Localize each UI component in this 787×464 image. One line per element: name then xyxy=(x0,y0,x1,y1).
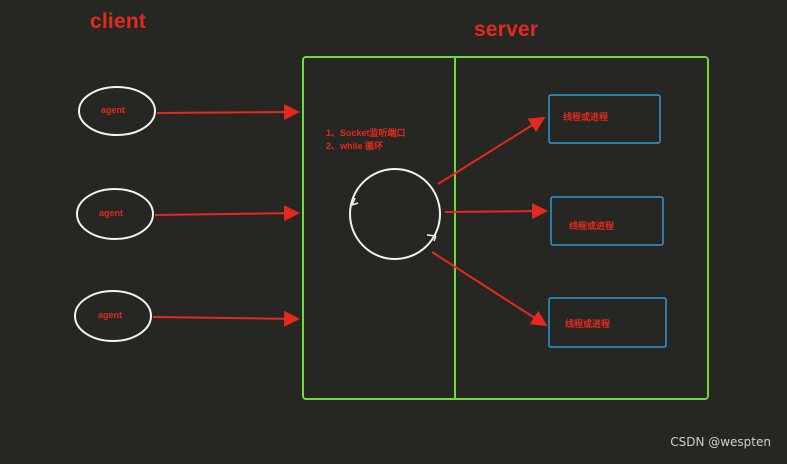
agent-label-2: agent xyxy=(99,208,124,218)
loop-tick-left xyxy=(351,197,359,206)
server-box xyxy=(302,56,709,400)
while-loop-circle xyxy=(349,168,441,260)
agent-arrow-1 xyxy=(156,104,300,121)
agent-node-3 xyxy=(74,290,152,342)
worker-box-2 xyxy=(550,196,664,246)
while-loop-note: 2、while 循环 xyxy=(326,141,384,151)
worker-label-2: 线程或进程 xyxy=(569,221,615,231)
worker-label-1: 线程或进程 xyxy=(563,112,609,122)
worker-arrow-3 xyxy=(431,251,548,327)
agent-arrow-2 xyxy=(154,205,300,222)
worker-box-3 xyxy=(548,297,667,348)
loop-tick-right xyxy=(426,234,437,242)
worker-arrow-1 xyxy=(437,116,546,185)
agent-node-1 xyxy=(78,86,156,136)
client-title: client xyxy=(90,10,147,33)
agent-label-3: agent xyxy=(98,310,123,320)
watermark: CSDN @wespten xyxy=(670,435,771,449)
socket-listen-note: 1、Socket监听端口 xyxy=(326,128,406,138)
agent-label-1: agent xyxy=(101,105,126,115)
agent-node-2 xyxy=(76,188,154,240)
agent-arrow-3 xyxy=(152,310,300,327)
worker-arrow-2 xyxy=(444,203,548,220)
worker-label-3: 线程或进程 xyxy=(565,319,611,329)
server-title: server xyxy=(474,18,539,41)
worker-box-1 xyxy=(548,94,661,144)
